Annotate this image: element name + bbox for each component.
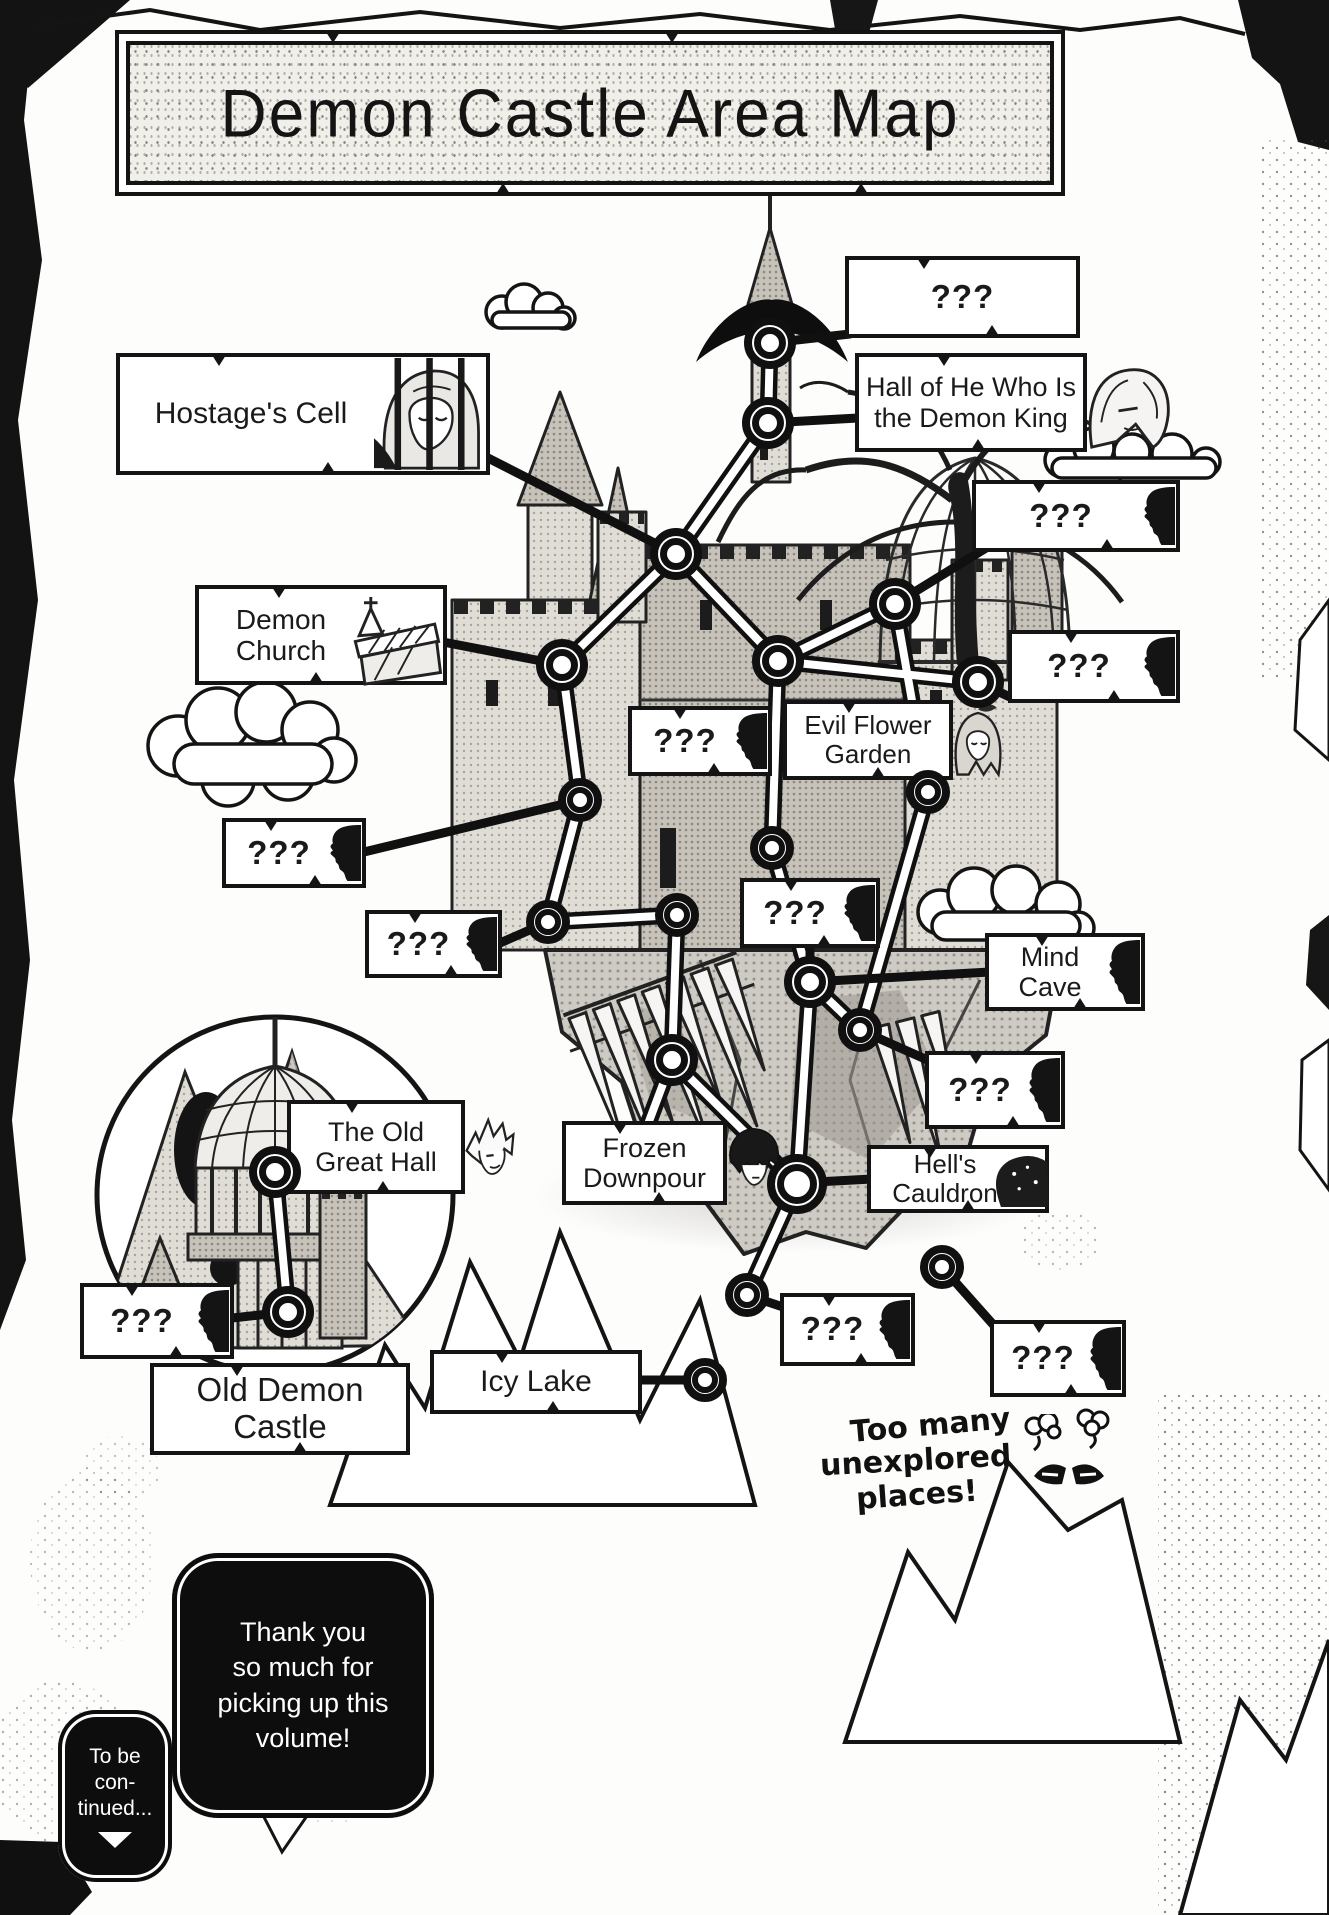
map-label-unknown-l1: ??? — [222, 818, 366, 888]
map-label-unknown-r1: ??? — [972, 480, 1180, 552]
map-label-mind-cave: Mind Cave — [985, 933, 1145, 1011]
thank-you-text: Thank you so much for picking up this vo… — [217, 1617, 389, 1753]
map-label-demon-king-hall: Hall of He Who Is the Demon King — [855, 353, 1087, 452]
label-text: Demon Church — [235, 603, 327, 666]
map-label-unknown-center: ??? — [628, 706, 772, 776]
hostage-princess-portrait — [374, 357, 486, 471]
mystery-face-silhouette — [327, 825, 361, 881]
down-triangle-icon — [98, 1832, 132, 1849]
to-be-continued-box: To be con- tinued... — [58, 1710, 172, 1882]
map-node-spire-top — [744, 317, 796, 369]
map-label-unknown-b2: ??? — [990, 1320, 1126, 1397]
map-node-bottom-1 — [725, 1273, 769, 1317]
mystery-face-silhouette — [1087, 1327, 1121, 1390]
map-label-hells-cauldron: Hell's Cauldron — [867, 1145, 1049, 1213]
flower-girl-portrait — [950, 702, 1006, 780]
mystery-face-silhouette — [195, 1290, 229, 1352]
map-label-unknown-c2: ??? — [740, 878, 880, 948]
map-node-center — [752, 635, 804, 687]
map-node-church — [536, 639, 588, 691]
map-label-demon-church: Demon Church — [195, 585, 449, 687]
demon-king-portrait — [1085, 365, 1173, 451]
map-node-lower-left — [526, 900, 570, 944]
map-node-spire-base — [742, 397, 794, 449]
steam-puff-icon — [1022, 1411, 1066, 1463]
label-text: Hostage's Cell — [154, 397, 348, 431]
label-text: ??? — [110, 1301, 174, 1339]
label-text: The Old Great Hall — [315, 1116, 437, 1177]
map-label-evil-flower-garden: Evil Flower Garden — [783, 700, 953, 780]
icicles-illustration — [562, 950, 766, 1173]
steam-puff-icon — [1072, 1408, 1116, 1457]
frozen-downpour-portrait — [727, 1124, 781, 1190]
map-node-mid-wall — [750, 826, 794, 870]
label-text: Frozen Downpour — [582, 1132, 707, 1193]
mystery-face-silhouette — [463, 917, 497, 971]
mystery-face-silhouette — [1026, 1058, 1060, 1122]
clouds — [146, 282, 1222, 946]
mystery-face-silhouette — [1106, 940, 1140, 1004]
map-node-icicles — [646, 1034, 698, 1086]
map-label-unknown-l3: ??? — [80, 1283, 234, 1359]
label-text: ??? — [247, 833, 311, 871]
map-label-unknown-rtower: ??? — [1008, 630, 1180, 703]
map-node-old-demon-castle — [262, 1286, 314, 1338]
map-node-rock-right — [838, 1008, 882, 1052]
label-text: ??? — [386, 924, 451, 962]
label-text: Old Demon Castle — [196, 1371, 364, 1445]
label-text: ??? — [1029, 496, 1093, 534]
map-node-left-wall — [558, 778, 602, 822]
label-text: Evil Flower Garden — [804, 709, 932, 769]
title-banner-paper: Demon Castle Area Map — [126, 41, 1054, 185]
title-banner: Demon Castle Area Map — [115, 30, 1065, 196]
mystery-face-silhouette — [1141, 487, 1175, 545]
church-icon — [341, 595, 449, 687]
mystery-face-silhouette — [841, 885, 875, 941]
label-text: ??? — [1011, 1339, 1075, 1377]
label-text: ??? — [1047, 647, 1111, 685]
map-node-mind-cave — [784, 956, 836, 1008]
map-label-frozen-downpour: Frozen Downpour — [562, 1121, 727, 1205]
cloud — [484, 282, 577, 331]
map-node-bottom-2 — [920, 1245, 964, 1289]
to-be-continued-text: To be con- tinued... — [77, 1744, 153, 1821]
old-great-hall-portrait — [463, 1102, 517, 1192]
cloud — [146, 680, 358, 808]
map-label-unknown-l2: ??? — [365, 910, 502, 978]
map-node-upper-center — [650, 528, 702, 580]
map-node-right-mid — [906, 770, 950, 814]
map-label-unknown-top: ??? — [845, 256, 1080, 338]
mystery-face-silhouette — [733, 713, 767, 769]
label-text: Hall of He Who Is the Demon King — [865, 372, 1077, 433]
map-node-old-great-hall — [249, 1146, 301, 1198]
map-node-hells-cauldron — [767, 1154, 827, 1214]
map-label-old-demon-castle: Old Demon Castle — [150, 1363, 410, 1455]
map-node-icy-lake — [683, 1358, 727, 1402]
label-text: Mind Cave — [1018, 941, 1082, 1002]
map-label-icy-lake: Icy Lake — [430, 1350, 642, 1414]
map-label-unknown-b1: ??? — [780, 1293, 915, 1366]
map-node-cage — [869, 578, 921, 630]
label-text: ??? — [800, 1310, 865, 1348]
cloud — [916, 864, 1096, 946]
mystery-face-silhouette — [876, 1300, 910, 1359]
map-label-old-great-hall: The Old Great Hall — [287, 1100, 465, 1194]
angry-eyes-icon — [1032, 1458, 1106, 1503]
map-node-right-tower — [952, 656, 1004, 708]
page-title: Demon Castle Area Map — [220, 74, 960, 152]
label-text: ??? — [948, 1070, 1012, 1108]
map-node-lower-center — [655, 893, 699, 937]
thank-you-box: Thank you so much for picking up this vo… — [172, 1553, 434, 1818]
label-text: ??? — [653, 721, 717, 759]
label-text: Icy Lake — [480, 1365, 592, 1399]
map-label-unknown-r3: ??? — [925, 1051, 1065, 1129]
label-text: ??? — [763, 893, 827, 931]
cauldron-icon — [991, 1145, 1049, 1211]
label-text: ??? — [930, 277, 995, 315]
map-label-hostages-cell: Hostage's Cell — [116, 353, 490, 475]
mystery-face-silhouette — [1141, 637, 1175, 696]
